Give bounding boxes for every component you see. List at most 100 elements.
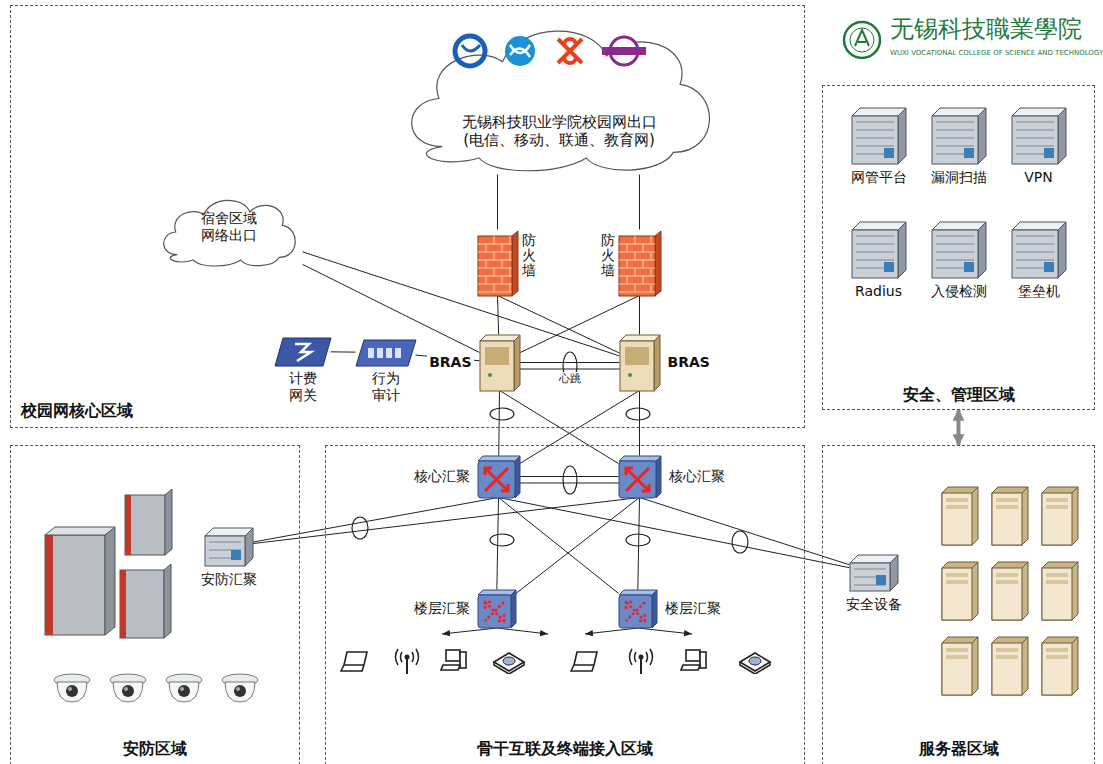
sw-icon [619,456,661,498]
college-logo [844,22,880,58]
brick-line [626,276,627,284]
storage-cabinets [105,527,115,635]
text-holder: 宿舍区域 网络出口 [189,210,269,245]
text-holder: 骨干互联及终端接入区域 [475,739,655,759]
network-link [497,498,499,590]
server-badge [1044,148,1054,158]
region-box: 安防区域 安防汇聚 [10,445,300,764]
brick-line [493,236,494,244]
server-side [898,222,906,278]
brick-line [501,276,502,284]
server-side [890,555,898,591]
isp-logo [505,36,535,66]
switch-top [619,590,657,595]
cloud-node: 宿舍区域 网络出口 [155,188,303,268]
server-slot [854,568,886,569]
switch-front [478,461,515,498]
link-aggregation-ellipses [490,534,514,546]
brick-line [509,236,510,244]
switch-side [515,456,520,498]
server-slot [209,541,241,542]
isp-logo [602,47,646,55]
link-aggregation-ellipses [626,408,650,420]
storage-cabinets [45,527,115,535]
region-title: 安防区域 [121,739,189,759]
terminals [681,650,706,670]
brick-line [478,259,512,260]
server-side [898,108,906,164]
storage-cabinets [125,495,165,555]
brick-line [626,260,627,268]
brick-line [642,244,643,252]
server-side [654,335,660,391]
server-led [488,373,492,377]
brick-line [501,260,502,268]
text-holder: VPN [1022,169,1055,187]
fw-icon [619,230,661,296]
node-label: 防火墙 [522,232,536,280]
firewall-side [655,231,661,296]
link-aggregation-ellipses [490,408,514,420]
server-slot [936,129,974,130]
region-title: 服务器区域 [917,739,1001,759]
server-slot [856,259,894,260]
rack-icon [932,222,986,278]
server-front [852,116,898,164]
gw-node: 计费 网关 [275,338,331,366]
server-slot [1016,251,1054,252]
server-front [932,116,978,164]
edge-label: 心跳 [557,372,583,386]
node-label: 堡垒机 [1016,283,1062,301]
node-label: 核心汇聚 [667,468,727,486]
text-holder: 入侵检测 [929,283,989,301]
storage-cabinets [45,535,53,635]
server-slot [936,251,974,252]
brick-line [509,252,510,260]
server-panel [625,347,649,365]
brick-line [478,275,512,276]
servers [1042,637,1078,695]
sw-node: 核心汇聚 [478,456,520,498]
bras-icon [480,335,520,391]
server-top [480,335,520,341]
access-arrows [497,628,548,634]
text-holder: 漏洞扫描 [929,169,989,187]
server-slot [856,121,894,122]
cameras [110,674,146,702]
storage-cabinets [120,570,126,638]
college-logo [844,22,880,58]
fw-icon [478,230,518,296]
brick-line [619,275,655,276]
region-box: 校园网核心区域无锡科技职业学院校园网出口 (电信、移动、联通、教育网)宿舍区域 … [10,5,805,428]
server-side [978,222,986,278]
node-label: 网管平台 [849,169,909,187]
cloud-outline [163,200,295,266]
node-label: 防火墙 [601,232,615,280]
rack-node: 堡垒机 [1012,222,1066,278]
servers [942,637,978,695]
text-holder: 楼层汇聚 [412,600,472,618]
sw2-node: 楼层汇聚 [478,590,516,628]
server-front [852,230,898,278]
firewall-body [478,236,512,296]
switch-side [652,590,657,628]
switch-arrows [626,468,649,491]
node-label: 计费 网关 [279,370,327,405]
rack-node: 安全设备 [850,555,898,591]
text-holder: 安防汇聚 [199,571,259,589]
cameras [166,674,202,702]
region-arrow [957,410,961,445]
servers [942,487,978,545]
terminals [341,649,770,674]
brick-line [642,260,643,268]
server-top [852,222,906,230]
node-label: 安全设备 [844,596,904,614]
rack-node: VPN [1012,108,1066,164]
text-holder: BRAS [666,354,712,372]
servers [992,562,1028,620]
double-links [520,369,620,370]
network-link [520,476,619,477]
brick-line [650,252,651,260]
server-slot [936,235,974,236]
text-holder: 行为 审计 [362,370,410,405]
